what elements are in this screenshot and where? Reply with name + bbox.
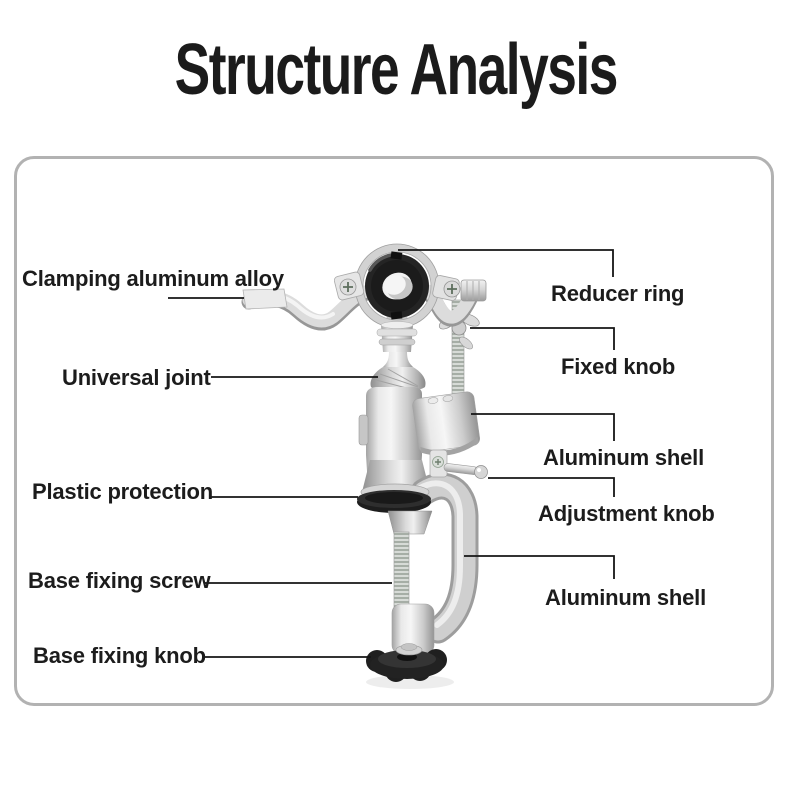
base-fixing-knob-part <box>366 643 447 682</box>
universal-joint-part <box>370 321 426 392</box>
lower-collar-part <box>362 460 430 492</box>
leader-aluminum-shell-lower <box>464 555 615 579</box>
leader-fixed-knob <box>470 327 615 350</box>
plastic-protection-part <box>357 483 433 535</box>
label-universal-joint: Universal joint <box>62 365 211 390</box>
clamping-bracket-part <box>241 284 478 331</box>
label-aluminum-shell-lower: Aluminum shell <box>545 585 706 610</box>
label-aluminum-shell-upper: Aluminum shell <box>543 445 704 470</box>
leader-aluminum-shell-upper <box>471 413 615 441</box>
adjustment-knob-part <box>429 449 488 479</box>
g-clamp-part <box>410 472 479 644</box>
base-fixing-screw-part <box>393 531 410 617</box>
label-clamping-aluminum-alloy: Clamping aluminum alloy <box>22 266 284 291</box>
reducer-ring-part <box>354 243 440 329</box>
label-base-fixing-screw: Base fixing screw <box>28 568 211 593</box>
label-fixed-knob: Fixed knob <box>561 354 676 379</box>
label-adjustment-knob: Adjustment knob <box>538 501 715 526</box>
label-reducer-ring: Reducer ring <box>551 281 685 306</box>
leader-lines <box>168 249 615 658</box>
aluminum-shell-part <box>412 391 480 456</box>
label-plastic-protection: Plastic protection <box>32 479 213 504</box>
page-title: Structure Analysis <box>0 34 792 106</box>
page-title-text: Structure Analysis <box>174 30 619 110</box>
leader-adjustment-knob <box>488 477 615 497</box>
label-base-fixing-knob: Base fixing knob <box>33 643 206 668</box>
bracket-hinge-screws <box>333 271 487 302</box>
leader-reducer-ring <box>398 249 614 277</box>
